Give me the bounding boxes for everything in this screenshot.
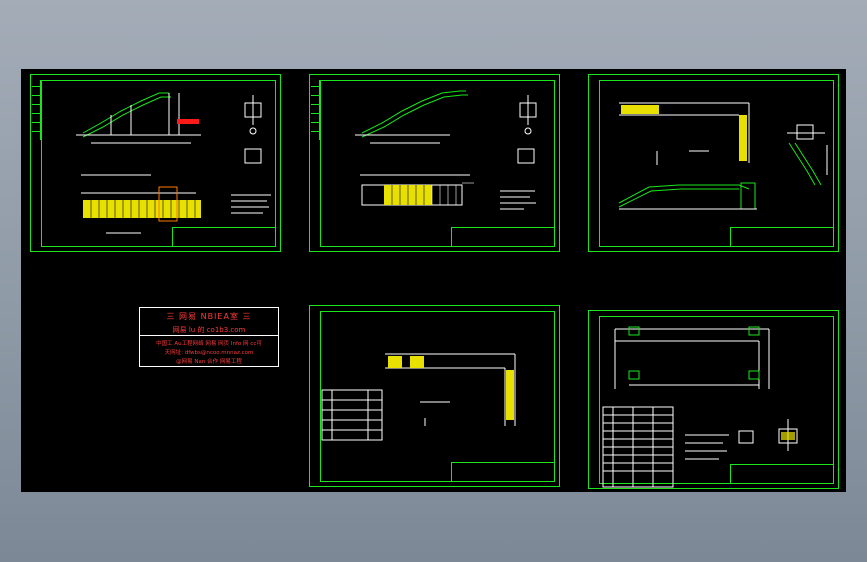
title-block: [172, 227, 276, 247]
sheet-frame: [41, 80, 276, 247]
drawing-sheet-1[interactable]: [30, 74, 281, 252]
drawing-sheet-3[interactable]: [588, 74, 839, 252]
info-line-4: 天网址: dfwbs@ncoo.mnnaz.com: [164, 350, 254, 356]
sheet-frame: [320, 311, 555, 482]
info-line-1: 三 网易 NBIEA室 三: [166, 312, 252, 321]
title-block: [730, 464, 834, 484]
title-block: [730, 227, 834, 247]
title-block: [451, 227, 555, 247]
info-line-2: 网易 lu 的 co1b3.com: [172, 326, 246, 334]
foundation-plan-drawing: [602, 326, 798, 488]
info-line-3: 中国工 Au工程网络 网易 网页 Info 网 cc可: [156, 341, 262, 347]
cad-model-space[interactable]: 三 网易 NBIEA室 三 网易 lu 的 co1b3.com 中国工 Au工程…: [21, 69, 846, 492]
deck-plan-drawing: [321, 353, 516, 441]
stair-elevation-drawing: [355, 90, 537, 210]
title-block: [451, 462, 555, 482]
drawing-sheet-4[interactable]: [309, 305, 560, 487]
drawing-sheet-5[interactable]: [588, 310, 839, 489]
sheet-frame: [599, 80, 834, 247]
drawing-sheet-2[interactable]: [309, 74, 560, 252]
side-title-strip: [311, 80, 320, 140]
info-line-5: @网易 Nan 合作 网易工程: [176, 359, 242, 365]
info-divider: [140, 335, 278, 336]
sheet-frame: [320, 80, 555, 247]
stair-elevation-drawing: [76, 92, 271, 234]
side-title-strip: [32, 80, 41, 140]
watermark-info-box: 三 网易 NBIEA室 三 网易 lu 的 co1b3.com 中国工 Au工程…: [139, 307, 279, 367]
bridge-plan-drawing: [618, 102, 828, 210]
sheet-frame: [599, 316, 834, 484]
